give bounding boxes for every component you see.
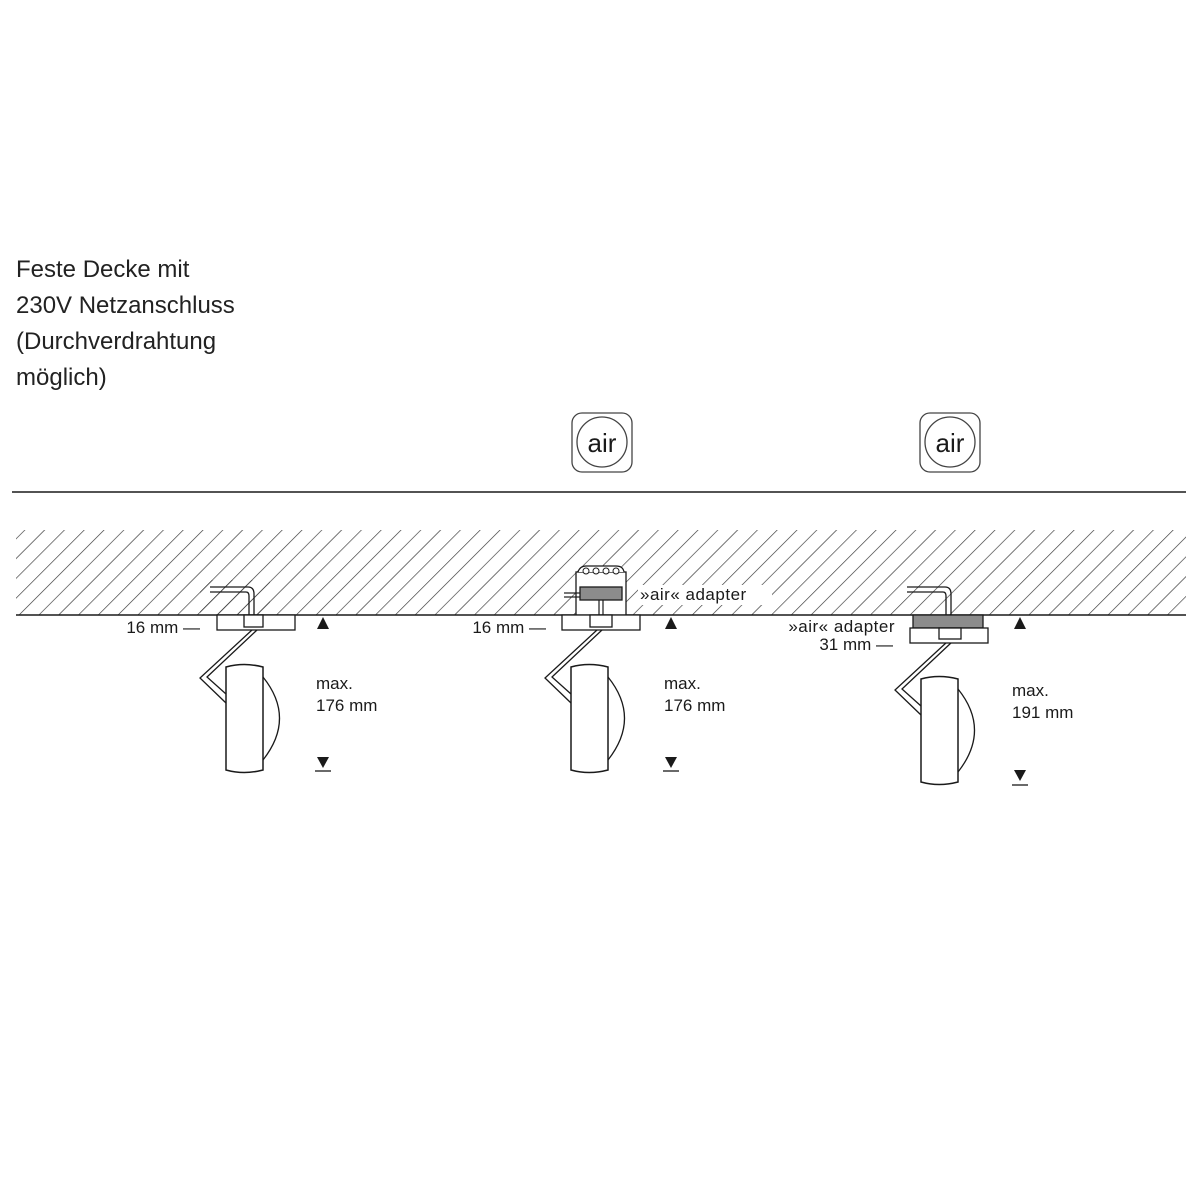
max-label: max. <box>664 674 701 693</box>
air-badge-icon: air <box>919 412 981 473</box>
dimension-arrow-down-icon <box>665 757 677 768</box>
mount-height-label: 16 mm — <box>472 618 546 637</box>
diagram-heading: Feste Decke mit 230V Netzanschluss (Durc… <box>16 252 235 396</box>
heading-line: möglich) <box>16 364 107 391</box>
height-label: 176 mm <box>664 696 725 715</box>
dimension-arrow-down-icon <box>1014 770 1026 781</box>
fixture-air-adapter-surface: »air« adapter 31 mm — max. 191 mm <box>788 586 1073 786</box>
max-label: max. <box>316 674 353 693</box>
dimension-arrow-up-icon <box>1014 617 1026 629</box>
fixture-air-adapter-recessed: »air« adapter 16 mm — max. 176 mm <box>472 565 772 774</box>
badge-label: air <box>936 428 965 458</box>
heading-line: 230V Netzanschluss <box>16 292 235 319</box>
height-label: 191 mm <box>1012 703 1073 722</box>
badge-label: air <box>588 428 617 458</box>
adapter-label: »air« adapter <box>788 617 895 636</box>
fixture-standard: 16 mm — max. 176 mm <box>126 580 377 774</box>
heading-line: (Durchverdrahtung <box>16 328 217 355</box>
mount-height-label: 16 mm — <box>126 618 200 637</box>
height-label: 176 mm <box>316 696 377 715</box>
heading-line: Feste Decke mit <box>16 256 190 283</box>
max-label: max. <box>1012 681 1049 700</box>
dimension-arrow-down-icon <box>317 757 329 768</box>
dimension-arrow-up-icon <box>317 617 329 629</box>
dimension-arrow-up-icon <box>665 617 677 629</box>
adapter-label: »air« adapter <box>640 585 747 604</box>
air-badge-icon: air <box>571 412 633 473</box>
mount-height-label: 31 mm — <box>819 635 893 654</box>
